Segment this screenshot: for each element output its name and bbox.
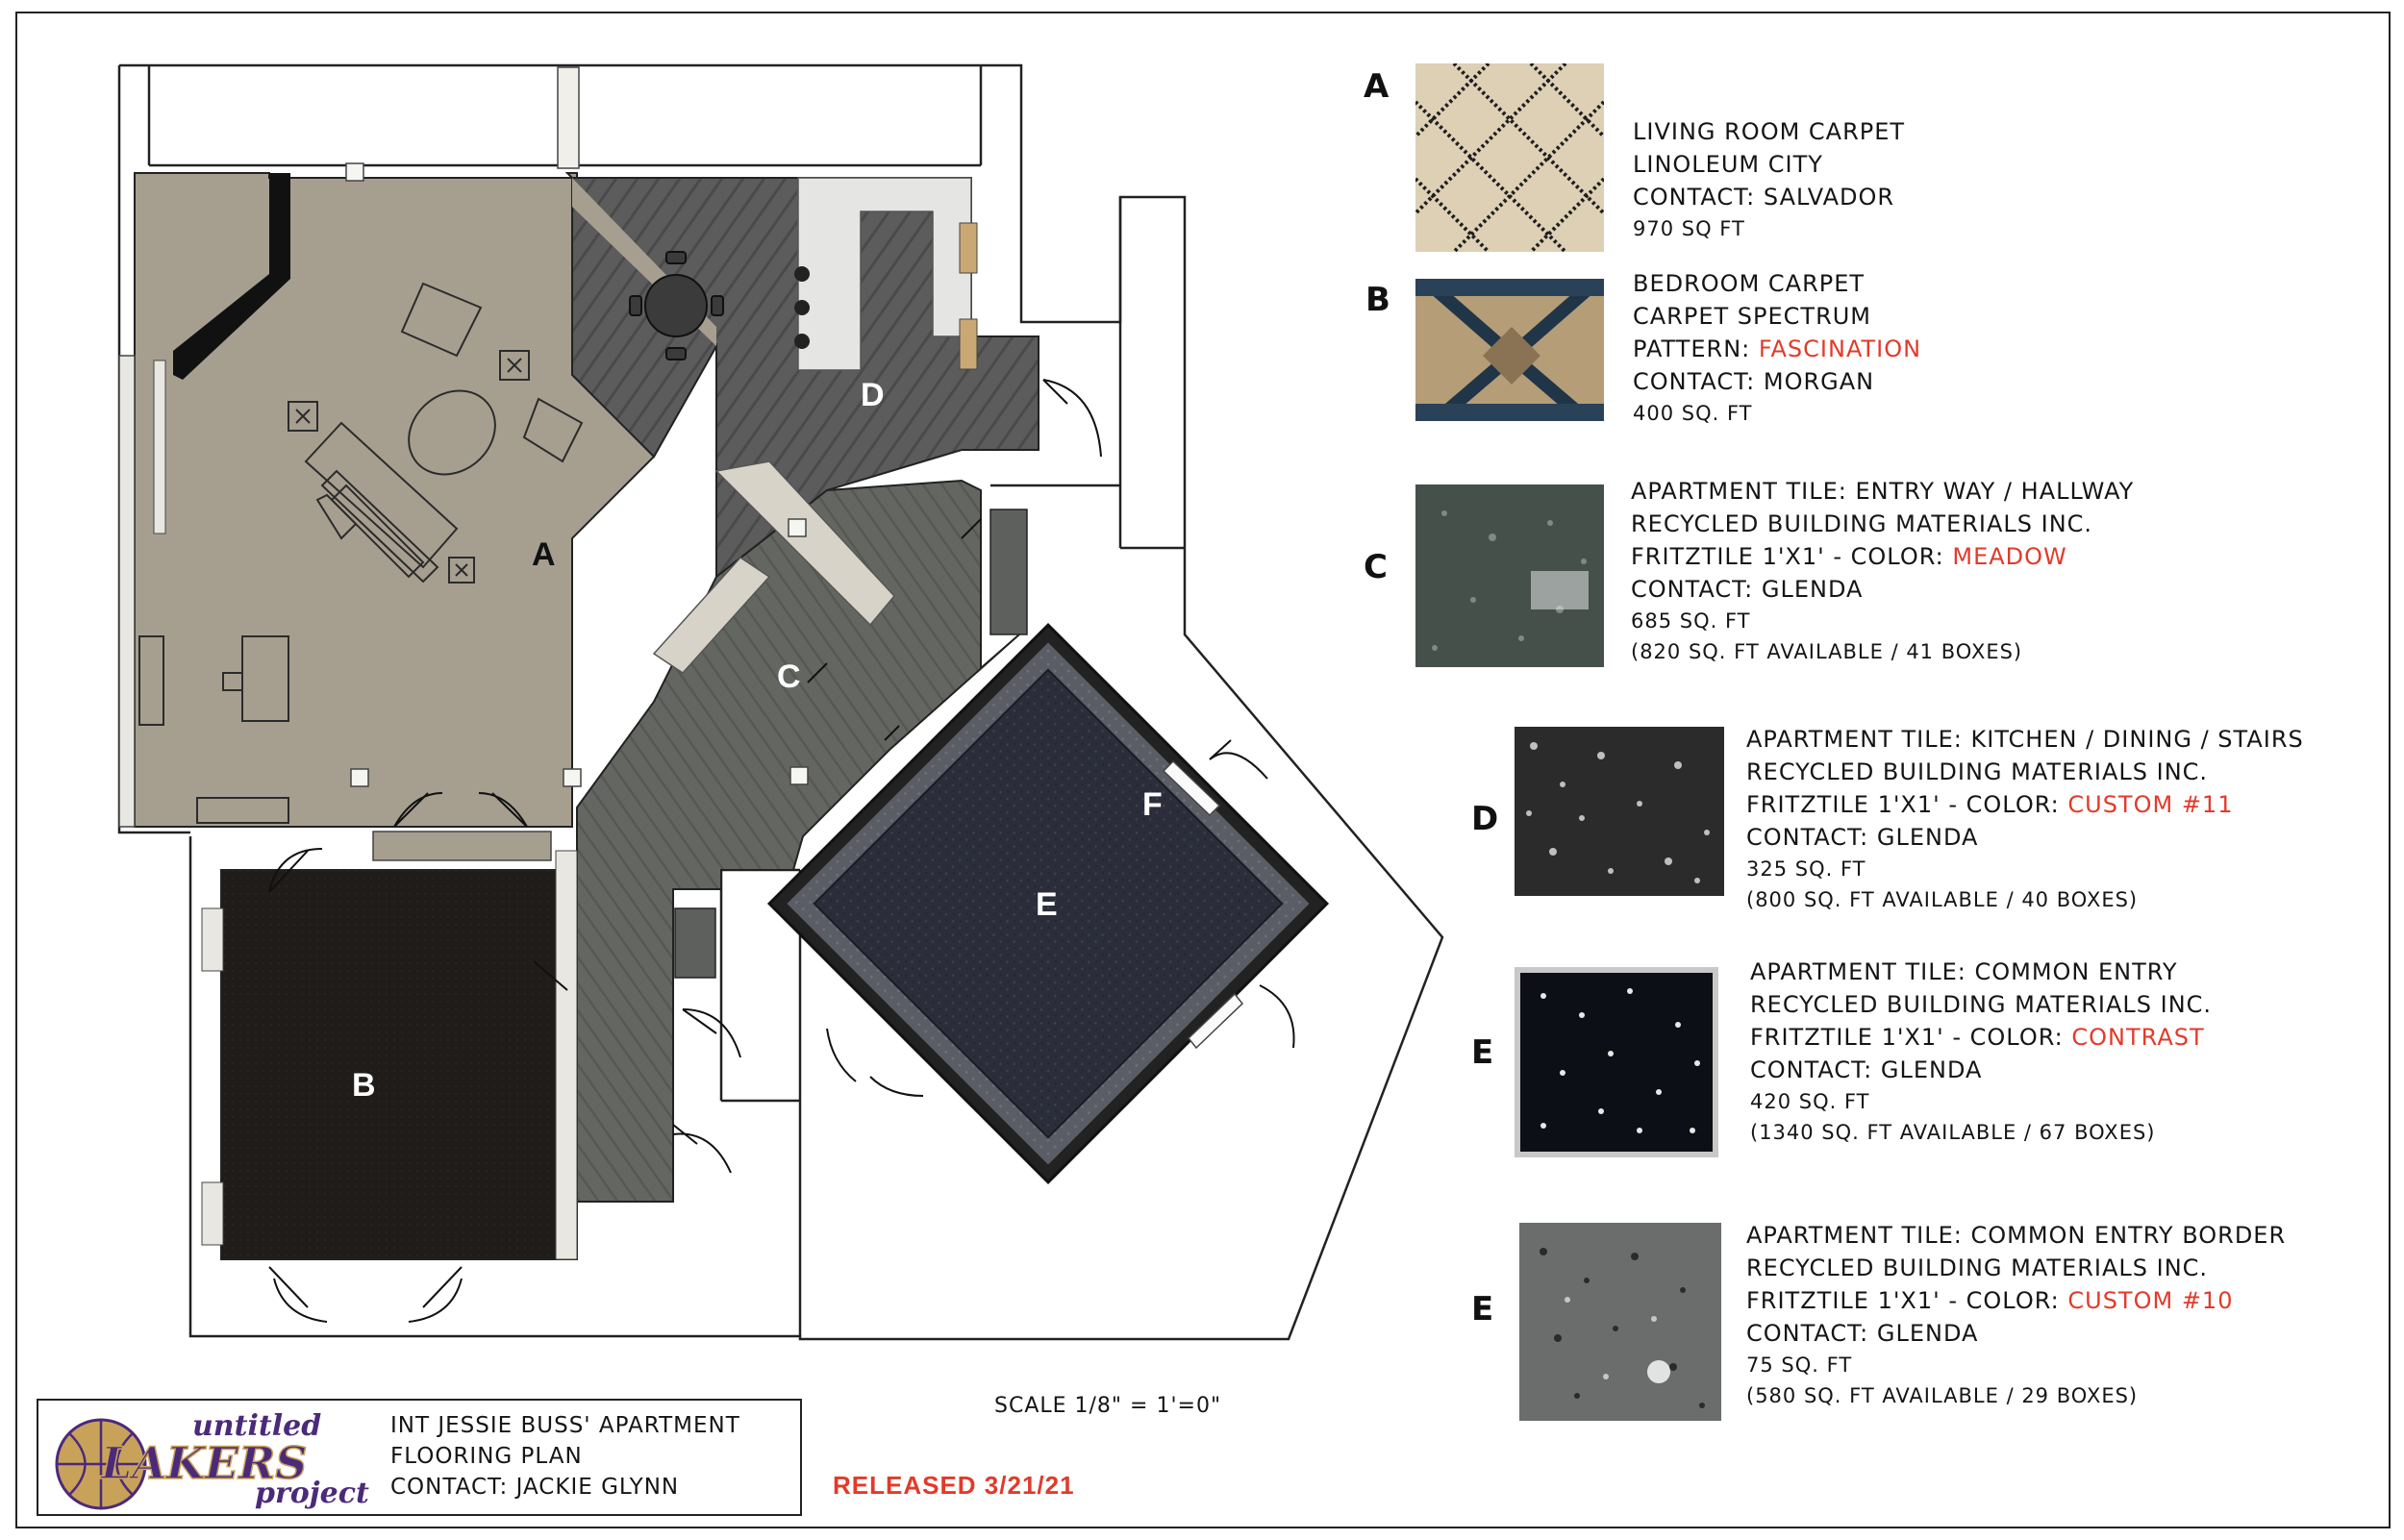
- room-b-bedroom: [220, 869, 578, 1260]
- material-a-text: LIVING ROOM CARPET LINOLEUM CITY CONTACT…: [1633, 118, 1906, 240]
- svg-text:project: project: [255, 1477, 369, 1510]
- project-title: INT JESSIE BUSS' APARTMENT: [390, 1413, 740, 1438]
- room-e-entry: [766, 622, 1330, 1185]
- swatch-bedroom-carpet: [1415, 279, 1604, 421]
- room-label-d: D: [861, 377, 885, 413]
- material-letter-c: C: [1364, 548, 1388, 586]
- material-e-border-text: APARTMENT TILE: COMMON ENTRY BORDER RECY…: [1746, 1222, 2287, 1407]
- material-letter-a: A: [1364, 67, 1390, 106]
- room-label-a: A: [532, 536, 556, 573]
- release-date: RELEASED 3/21/21: [833, 1471, 1075, 1500]
- room-label-b: B: [352, 1067, 376, 1104]
- room-label-c: C: [777, 658, 801, 695]
- swatch-tile-meadow: [1415, 484, 1604, 667]
- material-letter-b: B: [1365, 281, 1390, 319]
- material-c-text: APARTMENT TILE: ENTRY WAY / HALLWAY RECY…: [1631, 478, 2135, 663]
- living-furniture: [138, 282, 584, 824]
- material-b-text: BEDROOM CARPET CARPET SPECTRUM PATTERN: …: [1633, 270, 1922, 425]
- room-label-e: E: [1036, 886, 1058, 923]
- material-d-text: APARTMENT TILE: KITCHEN / DINING / STAIR…: [1746, 726, 2304, 911]
- dining-table: [629, 251, 724, 360]
- material-e-text: APARTMENT TILE: COMMON ENTRY RECYCLED BU…: [1750, 958, 2213, 1144]
- material-letter-e: E: [1471, 1033, 1494, 1072]
- scale-note: SCALE 1/8" = 1'=0": [994, 1394, 1222, 1418]
- sheet-title: FLOORING PLAN: [390, 1444, 583, 1469]
- swatch-tile-contrast: [1515, 967, 1718, 1157]
- swatch-tile-custom-11: [1515, 727, 1724, 896]
- floor-plan: A B C D E F: [117, 63, 1444, 1341]
- swatch-tile-custom-10: [1519, 1223, 1721, 1421]
- contact-line: CONTACT: JACKIE GLYNN: [390, 1475, 680, 1500]
- title-block: untitled LAKERS project INT JESSIE BUSS'…: [37, 1399, 802, 1516]
- swatch-living-carpet: [1415, 63, 1604, 252]
- title-lines: INT JESSIE BUSS' APARTMENT FLOORING PLAN…: [390, 1410, 740, 1503]
- material-letter-d: D: [1471, 800, 1499, 838]
- door-swings: [268, 379, 1295, 1323]
- material-letter-e-border: E: [1471, 1290, 1494, 1329]
- room-label-f: F: [1142, 786, 1163, 823]
- lakers-logo: untitled LAKERS project: [55, 1409, 369, 1510]
- svg-text:untitled: untitled: [192, 1409, 321, 1443]
- svg-text:LAKERS: LAKERS: [99, 1437, 308, 1489]
